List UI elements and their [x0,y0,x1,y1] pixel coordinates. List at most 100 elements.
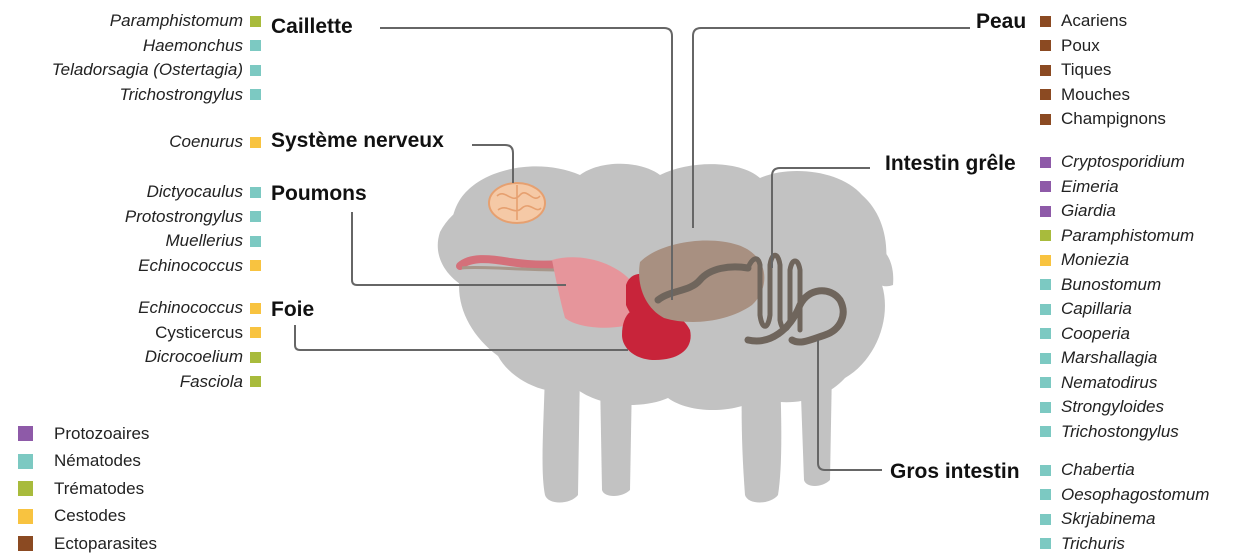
category-marker [250,89,261,100]
parasite-item: Paramphistomum [1040,224,1194,249]
parasite-name: Oesophagostomum [1061,485,1209,505]
category-marker [1040,114,1051,125]
legend-swatch [18,454,33,469]
parasite-item: Giardia [1040,199,1194,224]
sheep-front-leg-2 [600,378,632,496]
parasite-name: Dicrocoelium [145,347,243,367]
parasite-name: Haemonchus [143,36,243,56]
parasite-name: Capillaria [1061,299,1132,319]
list-nervous-system: Coenurus [169,130,261,155]
parasite-item: Nematodirus [1040,371,1194,396]
legend-item: Protozoaires [18,420,157,448]
category-marker [1040,353,1051,364]
parasite-name: Cryptosporidium [1061,152,1185,172]
parasite-name: Chabertia [1061,460,1135,480]
parasite-name: Moniezia [1061,250,1129,270]
parasite-name: Fasciola [180,372,243,392]
parasite-item: Mouches [1040,83,1166,108]
list-liver: EchinococcusCysticercusDicrocoeliumFasci… [138,296,261,394]
category-marker [1040,230,1051,241]
parasite-name: Nematodirus [1061,373,1157,393]
parasite-item: Protostrongylus [125,205,261,230]
parasite-name: Protostrongylus [125,207,243,227]
parasite-name: Poux [1061,36,1100,56]
category-marker [250,260,261,271]
parasite-name: Bunostomum [1061,275,1161,295]
legend-label: Nématodes [54,451,141,471]
category-marker [250,211,261,222]
parasite-item: Dictyocaulus [125,180,261,205]
category-marker [250,303,261,314]
parasite-item: Echinococcus [138,296,261,321]
parasite-item: Muellerius [125,229,261,254]
parasite-item: Echinococcus [125,254,261,279]
parasite-item: Dicrocoelium [138,345,261,370]
category-marker [250,65,261,76]
parasite-name: Cooperia [1061,324,1130,344]
category-marker [250,40,261,51]
parasite-name: Coenurus [169,132,243,152]
category-marker [1040,402,1051,413]
parasite-name: Echinococcus [138,298,243,318]
legend-label: Trématodes [54,479,144,499]
legend-swatch [18,481,33,496]
category-marker [1040,279,1051,290]
parasite-name: Paramphistomum [1061,226,1194,246]
header-large-intestine: Gros intestin [890,460,1020,484]
sheep-hind-leg [742,375,782,503]
header-nervous-system: Système nerveux [271,129,444,153]
parasite-item: Cryptosporidium [1040,150,1194,175]
category-marker [250,137,261,148]
parasite-name: Teladorsagia (Ostertagia) [52,60,243,80]
parasite-name: Acariens [1061,11,1127,31]
category-marker [1040,328,1051,339]
category-marker [250,327,261,338]
legend-item: Trématodes [18,475,157,503]
parasite-item: Paramphistomum [52,9,261,34]
parasite-item: Oesophagostomum [1040,483,1209,508]
parasite-item: Cysticercus [138,321,261,346]
sheep-front-leg [543,370,580,503]
parasite-name: Echinococcus [138,256,243,276]
header-lungs: Poumons [271,182,367,206]
parasite-name: Muellerius [166,231,243,251]
parasite-item: Skrjabinema [1040,507,1209,532]
category-marker [1040,157,1051,168]
category-marker [1040,465,1051,476]
category-marker [1040,16,1051,27]
category-marker [250,16,261,27]
legend-swatch [18,426,33,441]
legend-label: Protozoaires [54,424,149,444]
category-marker [1040,40,1051,51]
category-marker [1040,538,1051,549]
category-marker [250,187,261,198]
legend-swatch [18,509,33,524]
parasite-item: Strongyloides [1040,395,1194,420]
parasite-item: Trichostrongylus [52,83,261,108]
sheep-hind-leg-2 [800,368,832,486]
parasite-item: Trichostongylus [1040,420,1194,445]
parasite-name: Strongyloides [1061,397,1164,417]
parasite-item: Capillaria [1040,297,1194,322]
parasite-item: Trichuris [1040,532,1209,557]
list-skin: AcariensPouxTiquesMouchesChampignons [1040,9,1166,132]
category-marker [1040,514,1051,525]
header-skin: Peau [976,10,1026,34]
header-liver: Foie [271,298,314,322]
parasite-item: Poux [1040,34,1166,59]
category-marker [250,376,261,387]
category-marker [1040,89,1051,100]
category-marker [1040,377,1051,388]
parasite-name: Giardia [1061,201,1116,221]
parasite-name: Cysticercus [155,323,243,343]
parasite-name: Trichostongylus [1061,422,1179,442]
parasite-item: Marshallagia [1040,346,1194,371]
parasite-item: Acariens [1040,9,1166,34]
parasite-item: Tiques [1040,58,1166,83]
parasite-item: Champignons [1040,107,1166,132]
parasite-name: Tiques [1061,60,1111,80]
legend-item: Ectoparasites [18,530,157,558]
legend-label: Ectoparasites [54,534,157,554]
